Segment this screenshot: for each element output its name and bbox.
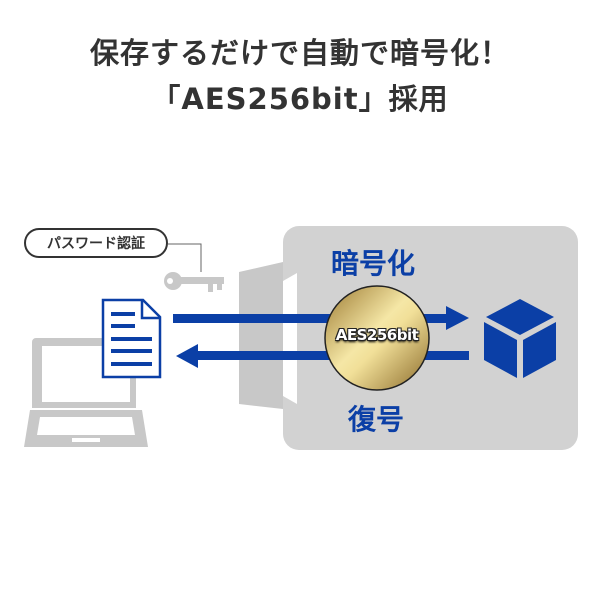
key-icon	[164, 272, 224, 292]
cube-icon	[484, 299, 556, 378]
encrypt-label: 暗号化	[331, 247, 416, 280]
connector-line	[168, 243, 202, 272]
password-auth-label: パスワード認証	[24, 228, 168, 258]
headline-line1: 保存するだけで自動で暗号化！	[89, 36, 510, 70]
aes-coin	[324, 285, 430, 391]
document-icon	[101, 298, 162, 379]
decrypt-label: 復号	[348, 403, 405, 436]
encrypt-arrow	[173, 306, 469, 330]
coin-label: AES256bit	[335, 326, 419, 344]
vault-box	[283, 226, 578, 450]
headline-line2: 「AES256bit」採用	[151, 82, 449, 116]
door-icon	[239, 262, 297, 409]
